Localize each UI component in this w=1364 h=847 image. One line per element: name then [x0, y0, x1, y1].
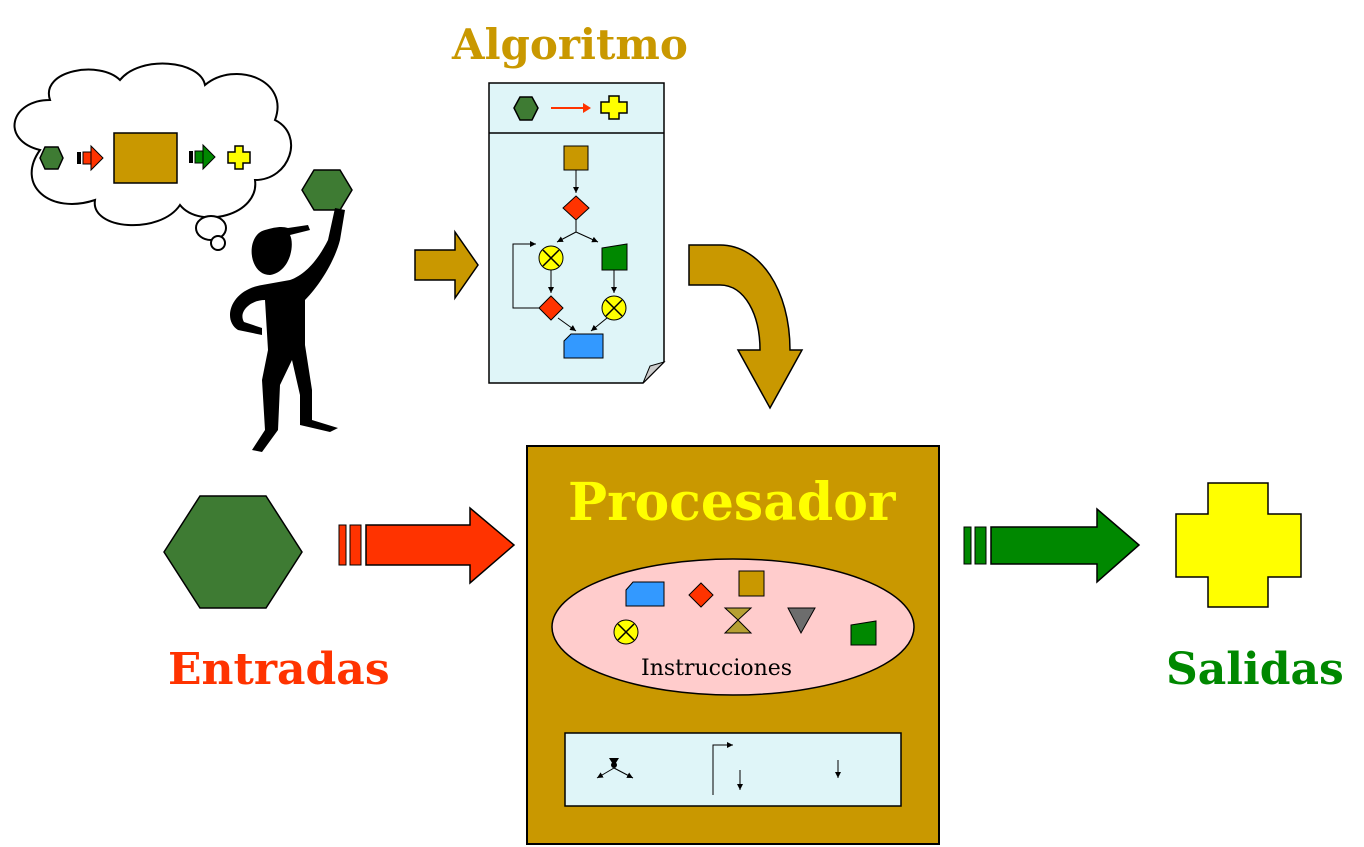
output-arrow [963, 507, 1141, 584]
arrow-to-processor [688, 244, 804, 410]
algorithm-document [488, 82, 666, 384]
cloud-red-arrow-icon [77, 144, 104, 172]
instr-blue-shape-icon [625, 581, 665, 607]
instr-hourglass-icon [723, 607, 753, 634]
instructions-label: Instrucciones [641, 656, 793, 681]
doc-hexagon-icon [513, 96, 539, 121]
instr-green-shape-icon [850, 620, 877, 646]
arrow-to-algorithm [414, 229, 479, 301]
instr-triangle-icon [787, 607, 816, 635]
person-silhouette [230, 169, 353, 452]
input-hexagon [163, 495, 303, 609]
input-arrow [338, 506, 516, 585]
instr-square-icon [738, 570, 765, 597]
processor-title: Procesador [568, 472, 896, 533]
thought-cloud [13, 62, 293, 251]
cloud-cross-icon [227, 145, 251, 170]
algorithm-title: Algoritmo [452, 20, 688, 69]
outputs-label: Salidas [1166, 644, 1344, 695]
inputs-label: Entradas [168, 644, 390, 695]
processor-box [526, 445, 940, 845]
cloud-hexagon-icon [39, 146, 64, 170]
cloud-green-arrow-icon [189, 143, 216, 171]
cloud-process-box [113, 132, 178, 184]
output-cross [1175, 482, 1302, 608]
held-hexagon-icon [301, 169, 353, 211]
instr-diamond-icon [688, 582, 714, 608]
control-panel [564, 732, 902, 807]
doc-cross-icon [600, 95, 628, 120]
